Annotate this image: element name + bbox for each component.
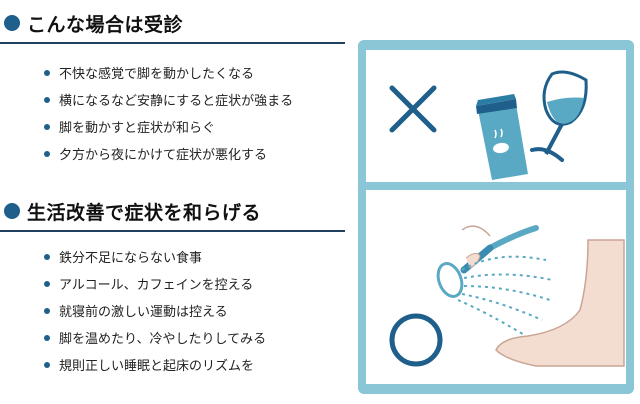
section-lifestyle: 生活改善で症状を和らげる [0, 196, 350, 226]
divider [0, 230, 345, 232]
list-item: 横になるなど安静にすると症状が強まる [44, 86, 293, 113]
list-item: 規則正しい睡眠と起床のリズムを [44, 351, 266, 378]
bullet-icon [44, 123, 50, 130]
heading-bullet-icon [4, 15, 20, 31]
bullet-icon [44, 96, 50, 103]
section-lifestyle-title: 生活改善で症状を和らげる [27, 201, 262, 224]
shower-icon [436, 225, 553, 337]
divider [0, 42, 345, 44]
bullet-icon [44, 361, 50, 368]
coffee-cup-icon [476, 94, 528, 180]
list-item: 鉄分不足にならない食事 [44, 243, 266, 270]
list-item: 就寝前の激しい運動は控える [44, 297, 266, 324]
section-consult-title: こんな場合は受診 [27, 13, 184, 36]
cross-icon [389, 85, 437, 133]
section-consult: こんな場合は受診 [0, 8, 350, 38]
list-item: 夕方から夜にかけて症状が悪化する [44, 140, 293, 167]
list-item: アルコール、カフェインを控える [44, 270, 266, 297]
wine-glass-icon [530, 70, 588, 162]
bullet-icon [44, 69, 50, 76]
recommend-box [366, 190, 626, 384]
section-consult-heading: こんな場合は受診 [0, 8, 350, 38]
bullet-icon [44, 253, 50, 260]
bullet-icon [44, 334, 50, 341]
avoid-box [366, 50, 626, 182]
bullet-icon [44, 150, 50, 157]
illustration-panel [358, 40, 634, 394]
bullet-icon [44, 307, 50, 314]
heading-bullet-icon [4, 203, 20, 219]
foot-icon [495, 239, 625, 367]
lifestyle-list: 鉄分不足にならない食事 アルコール、カフェインを控える 就寝前の激しい運動は控え… [44, 243, 266, 378]
consult-list: 不快な感覚で脚を動かしたくなる 横になるなど安静にすると症状が強まる 脚を動かす… [44, 59, 293, 167]
list-item: 脚を温めたり、冷やしたりしてみる [44, 324, 266, 351]
bullet-icon [44, 280, 50, 287]
list-item: 脚を動かすと症状が和らぐ [44, 113, 293, 140]
section-lifestyle-heading: 生活改善で症状を和らげる [0, 196, 350, 226]
circle-icon [389, 313, 443, 367]
list-item: 不快な感覚で脚を動かしたくなる [44, 59, 293, 86]
